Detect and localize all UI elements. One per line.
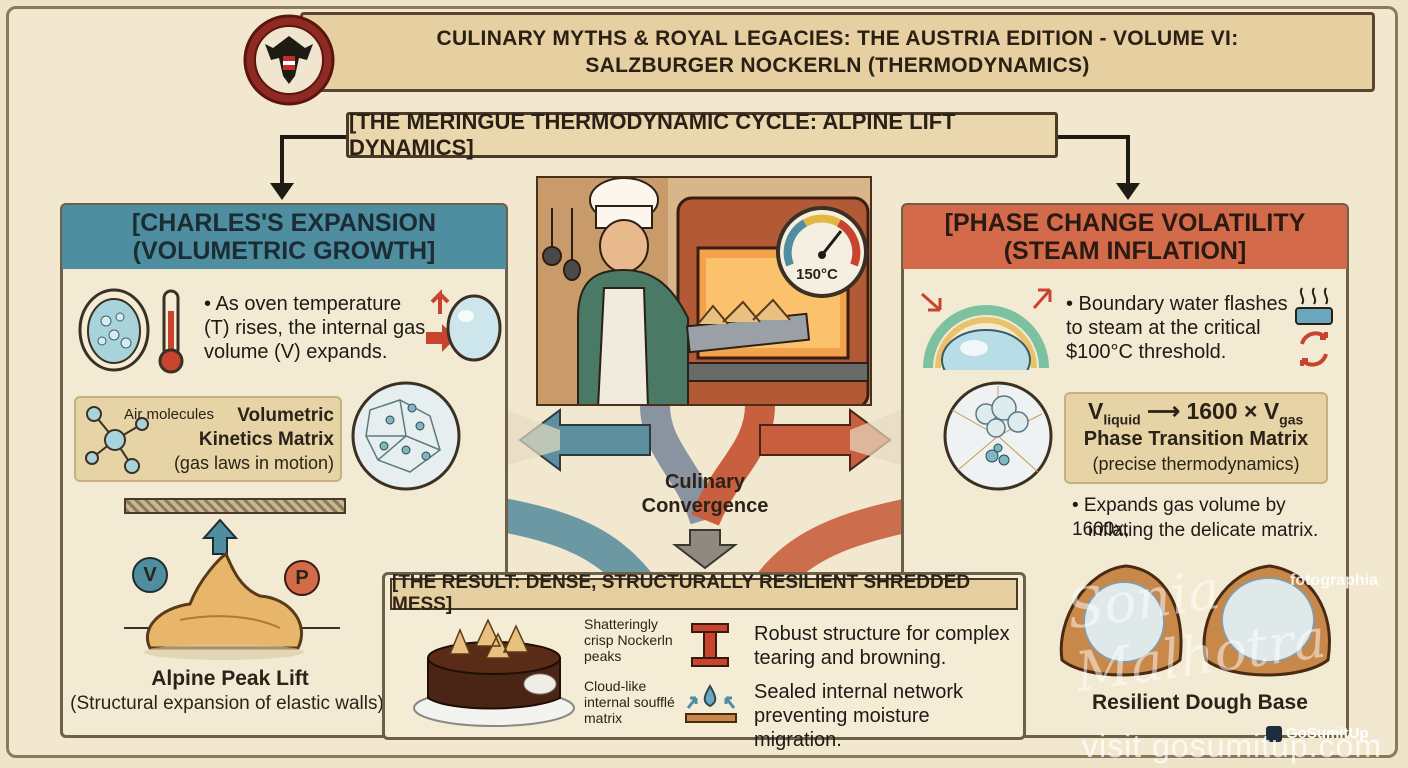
formula-gas: gas (1279, 411, 1304, 428)
label-crisp-peaks: Shatteringly crisp Nockerln peaks (584, 616, 673, 664)
culinary-convergence-label: Culinary Convergence (620, 470, 790, 518)
phase-bullet-2-line-1: • Expands gas volume by 1600x, (1072, 495, 1286, 540)
pressure-plate (124, 498, 346, 514)
left-header-line-2: (VOLUMETRIC GROWTH] (132, 237, 436, 265)
egg-and-thermometer-icon (78, 288, 184, 374)
steam-bubble-icon (921, 288, 1052, 370)
kinetics-matrix-sub: (gas laws in motion) (173, 453, 334, 473)
charles-bullet: • As oven temperature (T) rises, the int… (204, 293, 426, 363)
result-point-1: Robust structure for complex tearing and… (754, 623, 1010, 669)
watermark-url: visit gosumitup.com (1082, 728, 1382, 764)
boiling-pot-icon (1295, 287, 1333, 367)
phase-bullet-2-line-2: inflating the delicate matrix. (1088, 520, 1319, 541)
structure-beam-icon (691, 623, 729, 667)
royal-seal-icon (243, 14, 335, 106)
phase-matrix-sub: (precise thermodynamics) (1092, 454, 1300, 474)
title-line-2: SALZBURGER NOCKERLN (THERMODYNAMICS) (585, 54, 1090, 77)
dough-base-label: Resilient Dough Base (1092, 691, 1308, 714)
right-header-line-2: (STEAM INFLATION] (1003, 237, 1247, 265)
steam-burst-zoom (943, 381, 1053, 491)
right-panel-header: [PHASE CHANGE VOLATILITY (STEAM INFLATIO… (903, 205, 1347, 269)
brand-logo: GoSumitUp (1266, 725, 1369, 742)
formula-v: V (1088, 398, 1104, 424)
lift-up-arrow-icon (201, 518, 239, 555)
alpine-peak-sub: (Structural expansion of elastic walls) (70, 693, 384, 714)
kinetics-matrix-box (74, 396, 342, 482)
kinetics-matrix-title-2: Kinetics Matrix (198, 429, 334, 450)
brand-name: GoSumitUp (1286, 725, 1369, 742)
chef-oven-illustration (536, 176, 872, 406)
formula-mid: 1600 × V (1186, 398, 1280, 424)
air-molecules-label: Air molecules (124, 406, 215, 423)
left-header-line-1: [CHARLES'S EXPANSION (131, 209, 437, 237)
phase-matrix-title: Phase Transition Matrix (1083, 428, 1309, 450)
title-banner: CULINARY MYTHS & ROYAL LEGACIES: THE AUS… (300, 12, 1375, 92)
formula-liquid: liquid (1103, 411, 1141, 428)
brand-logo-icon (1266, 725, 1282, 742)
convergence-line-1: Culinary (664, 471, 746, 493)
phase-matrix-box (1064, 392, 1328, 484)
gas-molecules-zoom (351, 381, 461, 491)
watermark-fotographia: fotographia (1290, 572, 1378, 589)
label-souffle-matrix: Cloud-like internal soufflé matrix (584, 678, 675, 726)
phase-bullet: • Boundary water flashes to steam at the… (1066, 293, 1288, 363)
result-title: [THE RESULT: DENSE, STRUCTURALLY RESILIE… (390, 572, 1018, 615)
left-panel-header: [CHARLES'S EXPANSION (VOLUMETRIC GROWTH] (62, 205, 506, 269)
volume-badge: V (132, 557, 168, 593)
formula-arrow: ⟶ (1147, 398, 1181, 424)
cycle-subtitle: [THE MERINGUE THERMODYNAMIC CYCLE: ALPIN… (346, 109, 1058, 160)
phase-formula: Vliquid ⟶ 1600 × Vgas (1088, 398, 1303, 428)
expanding-egg-icon (426, 289, 502, 362)
kinetics-matrix-title-1: Volumetric (237, 405, 334, 426)
meringue-peak-icon (124, 551, 340, 660)
convergence-line-2: Convergence (641, 495, 769, 517)
right-header-line-1: [PHASE CHANGE VOLATILITY (944, 209, 1306, 237)
dough-base-bread-icon (1059, 564, 1331, 677)
oven-thermometer-gauge-icon (776, 206, 868, 298)
result-point-2: Sealed internal network preventing moist… (754, 681, 964, 751)
chocolate-cake-icon (413, 618, 575, 727)
pressure-badge: P (284, 560, 320, 596)
oven-temp-label: 150°C (796, 266, 838, 283)
title-line-1: CULINARY MYTHS & ROYAL LEGACIES: THE AUS… (436, 27, 1239, 50)
alpine-peak-title: Alpine Peak Lift (151, 667, 309, 690)
moisture-seal-icon (685, 684, 737, 723)
molecule-icon (85, 406, 149, 474)
